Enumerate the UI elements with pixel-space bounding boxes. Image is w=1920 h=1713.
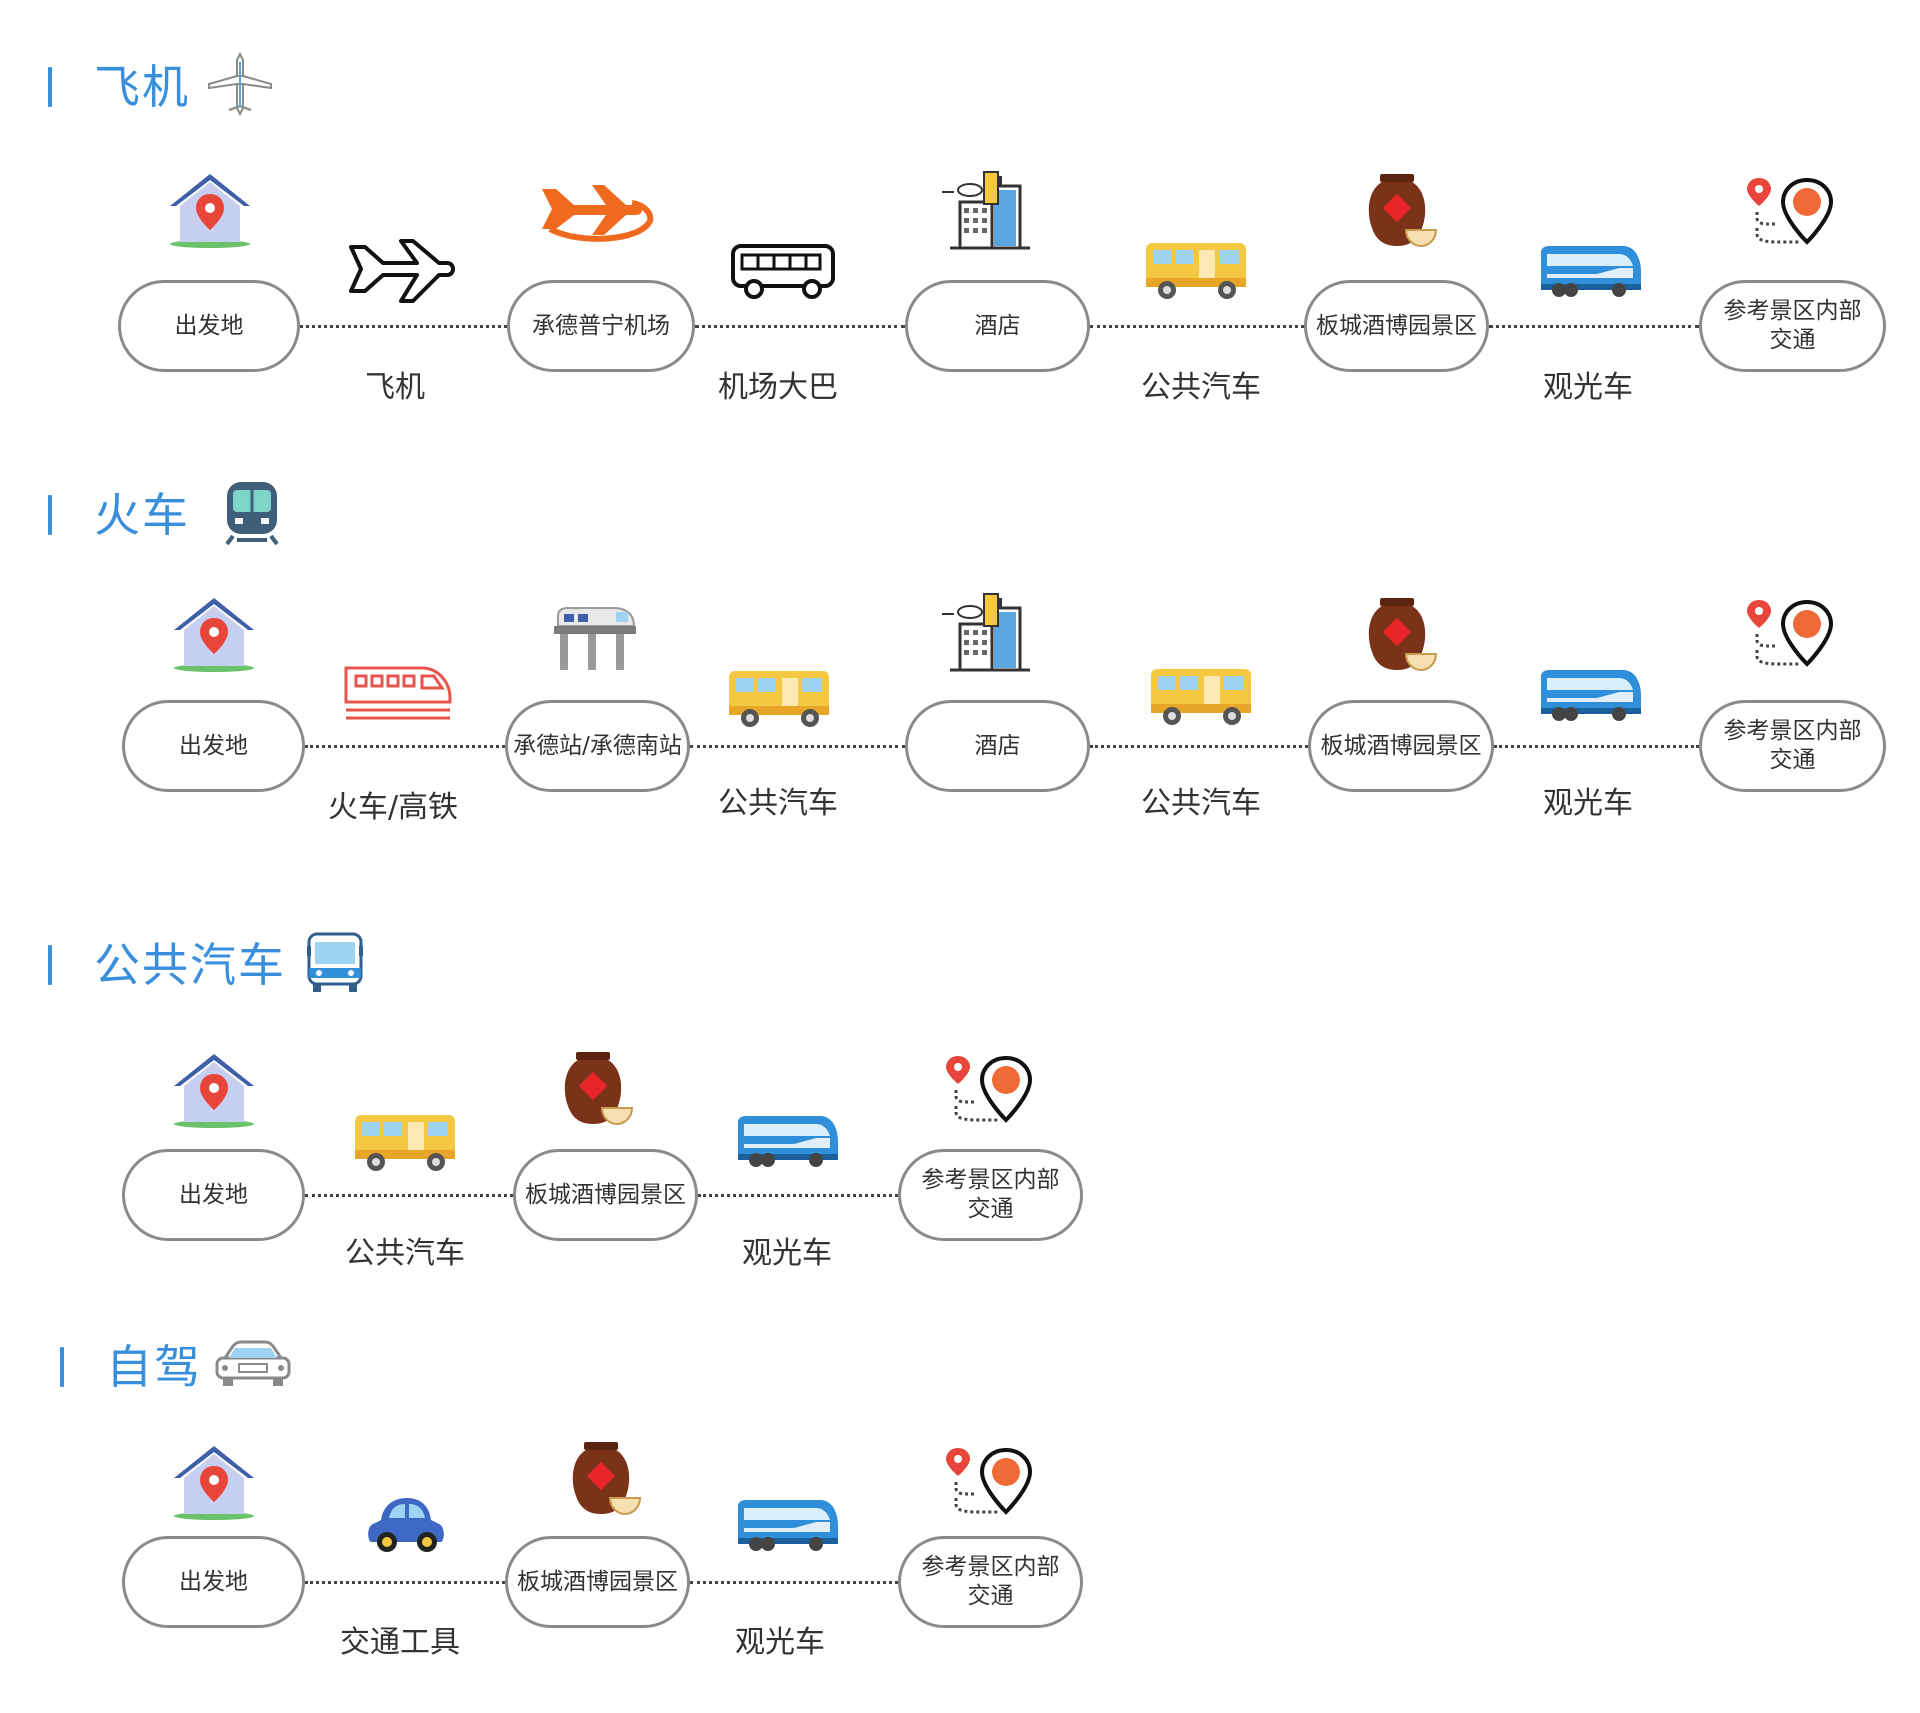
route-connector [690, 745, 905, 748]
route-segment-label: 公共汽车 [345, 1236, 465, 1271]
route-node: 板城酒博园景区 [1304, 280, 1489, 372]
section-marker [48, 67, 52, 107]
route-node-destination: 参考景区内部 交通 [1699, 700, 1886, 792]
city-bus-front-icon [305, 932, 365, 994]
route-node: 板城酒博园景区 [513, 1149, 698, 1241]
route-connector [305, 745, 505, 748]
section-bus: 公共汽车 出发地 公共汽车 板城酒博园景区 观光车 参考景区内部 交通 [48, 932, 1083, 1271]
route-segment-label: 观光车 [1543, 370, 1633, 405]
route-segment-label: 机场大巴 [718, 370, 838, 405]
airplane-outline-icon [205, 50, 275, 120]
route-node-destination: 参考景区内部 交通 [1699, 280, 1886, 372]
airport-bus-icon [730, 243, 836, 301]
route-connector [1489, 325, 1699, 328]
yellow-bus-icon [352, 1112, 458, 1174]
house-location-icon [172, 1052, 256, 1128]
section-marker [48, 945, 52, 985]
route-connector [690, 1581, 898, 1584]
route-node: 承德站/承德南站 [505, 700, 690, 792]
map-route-pin-icon [1745, 598, 1837, 668]
route-connector [698, 1194, 898, 1197]
route-node-origin: 出发地 [122, 1149, 305, 1241]
car-outline-icon [215, 1340, 291, 1388]
route-segment-label: 公共汽车 [718, 786, 838, 821]
route-node-origin: 出发地 [122, 1536, 305, 1628]
plane-outline-icon [347, 237, 457, 305]
route-segment-label: 观光车 [735, 1625, 825, 1660]
route-connector [305, 1194, 513, 1197]
route-segment-label: 公共汽车 [1141, 370, 1261, 405]
section-title: 公共汽车 [94, 938, 286, 992]
yellow-bus-icon [1148, 666, 1254, 728]
wine-jar-icon [566, 1440, 642, 1516]
section-marker [60, 1347, 64, 1387]
wine-jar-icon [1362, 172, 1438, 248]
hotel-building-icon [940, 590, 1032, 674]
subway-train-icon [223, 480, 281, 546]
yellow-bus-icon [1143, 240, 1249, 302]
map-route-pin-icon [1745, 176, 1837, 246]
route-connector [695, 325, 905, 328]
section-title: 自驾 [106, 1340, 202, 1394]
house-location-icon [172, 596, 256, 672]
route-segment-label: 观光车 [1543, 786, 1633, 821]
high-speed-train-icon [342, 660, 454, 722]
map-route-pin-icon [944, 1054, 1036, 1124]
route-node-destination: 参考景区内部 交通 [898, 1536, 1083, 1628]
section-train: 火车 出发地 火车/高铁 承德站/承德南站 公共汽车 酒店 公共汽车 板城酒博园… [48, 480, 1886, 825]
section-plane: 飞机 出发地 飞机 承德普宁机场 机场大巴 酒店 公共汽车 板城酒博园景区 观光… [0, 0, 1920, 420]
route-connector [305, 1581, 505, 1584]
route-segment-label: 交通工具 [340, 1625, 460, 1660]
route-connector [1090, 325, 1304, 328]
sightseeing-coach-icon [734, 1114, 840, 1170]
house-location-icon [168, 172, 252, 248]
route-node: 板城酒博园景区 [1308, 700, 1494, 792]
section-title: 飞机 [94, 60, 190, 114]
sightseeing-coach-icon [1537, 668, 1643, 724]
house-location-icon [172, 1444, 256, 1520]
blue-car-icon [365, 1496, 447, 1558]
wine-jar-icon [1362, 596, 1438, 672]
sightseeing-coach-icon [1537, 244, 1643, 300]
yellow-bus-icon [726, 668, 832, 730]
route-node: 酒店 [905, 280, 1090, 372]
wine-jar-icon [558, 1050, 634, 1126]
route-connector [1494, 745, 1699, 748]
route-node-destination: 参考景区内部 交通 [898, 1149, 1083, 1241]
route-segment-label: 公共汽车 [1141, 786, 1261, 821]
route-connector [300, 325, 507, 328]
route-segment-label: 飞机 [365, 370, 425, 405]
train-station-icon [552, 604, 638, 672]
route-node: 板城酒博园景区 [505, 1536, 690, 1628]
hotel-building-icon [940, 168, 1032, 252]
route-node-origin: 出发地 [122, 700, 305, 792]
sightseeing-coach-icon [734, 1498, 840, 1554]
section-title: 火车 [94, 488, 190, 542]
route-node: 承德普宁机场 [507, 280, 695, 372]
route-segment-label: 观光车 [742, 1236, 832, 1271]
orange-plane-icon [540, 183, 655, 245]
map-route-pin-icon [944, 1446, 1036, 1516]
section-marker [48, 495, 52, 535]
route-node: 酒店 [905, 700, 1090, 792]
route-node-origin: 出发地 [118, 280, 300, 372]
route-connector [1090, 745, 1308, 748]
route-segment-label: 火车/高铁 [327, 790, 459, 825]
